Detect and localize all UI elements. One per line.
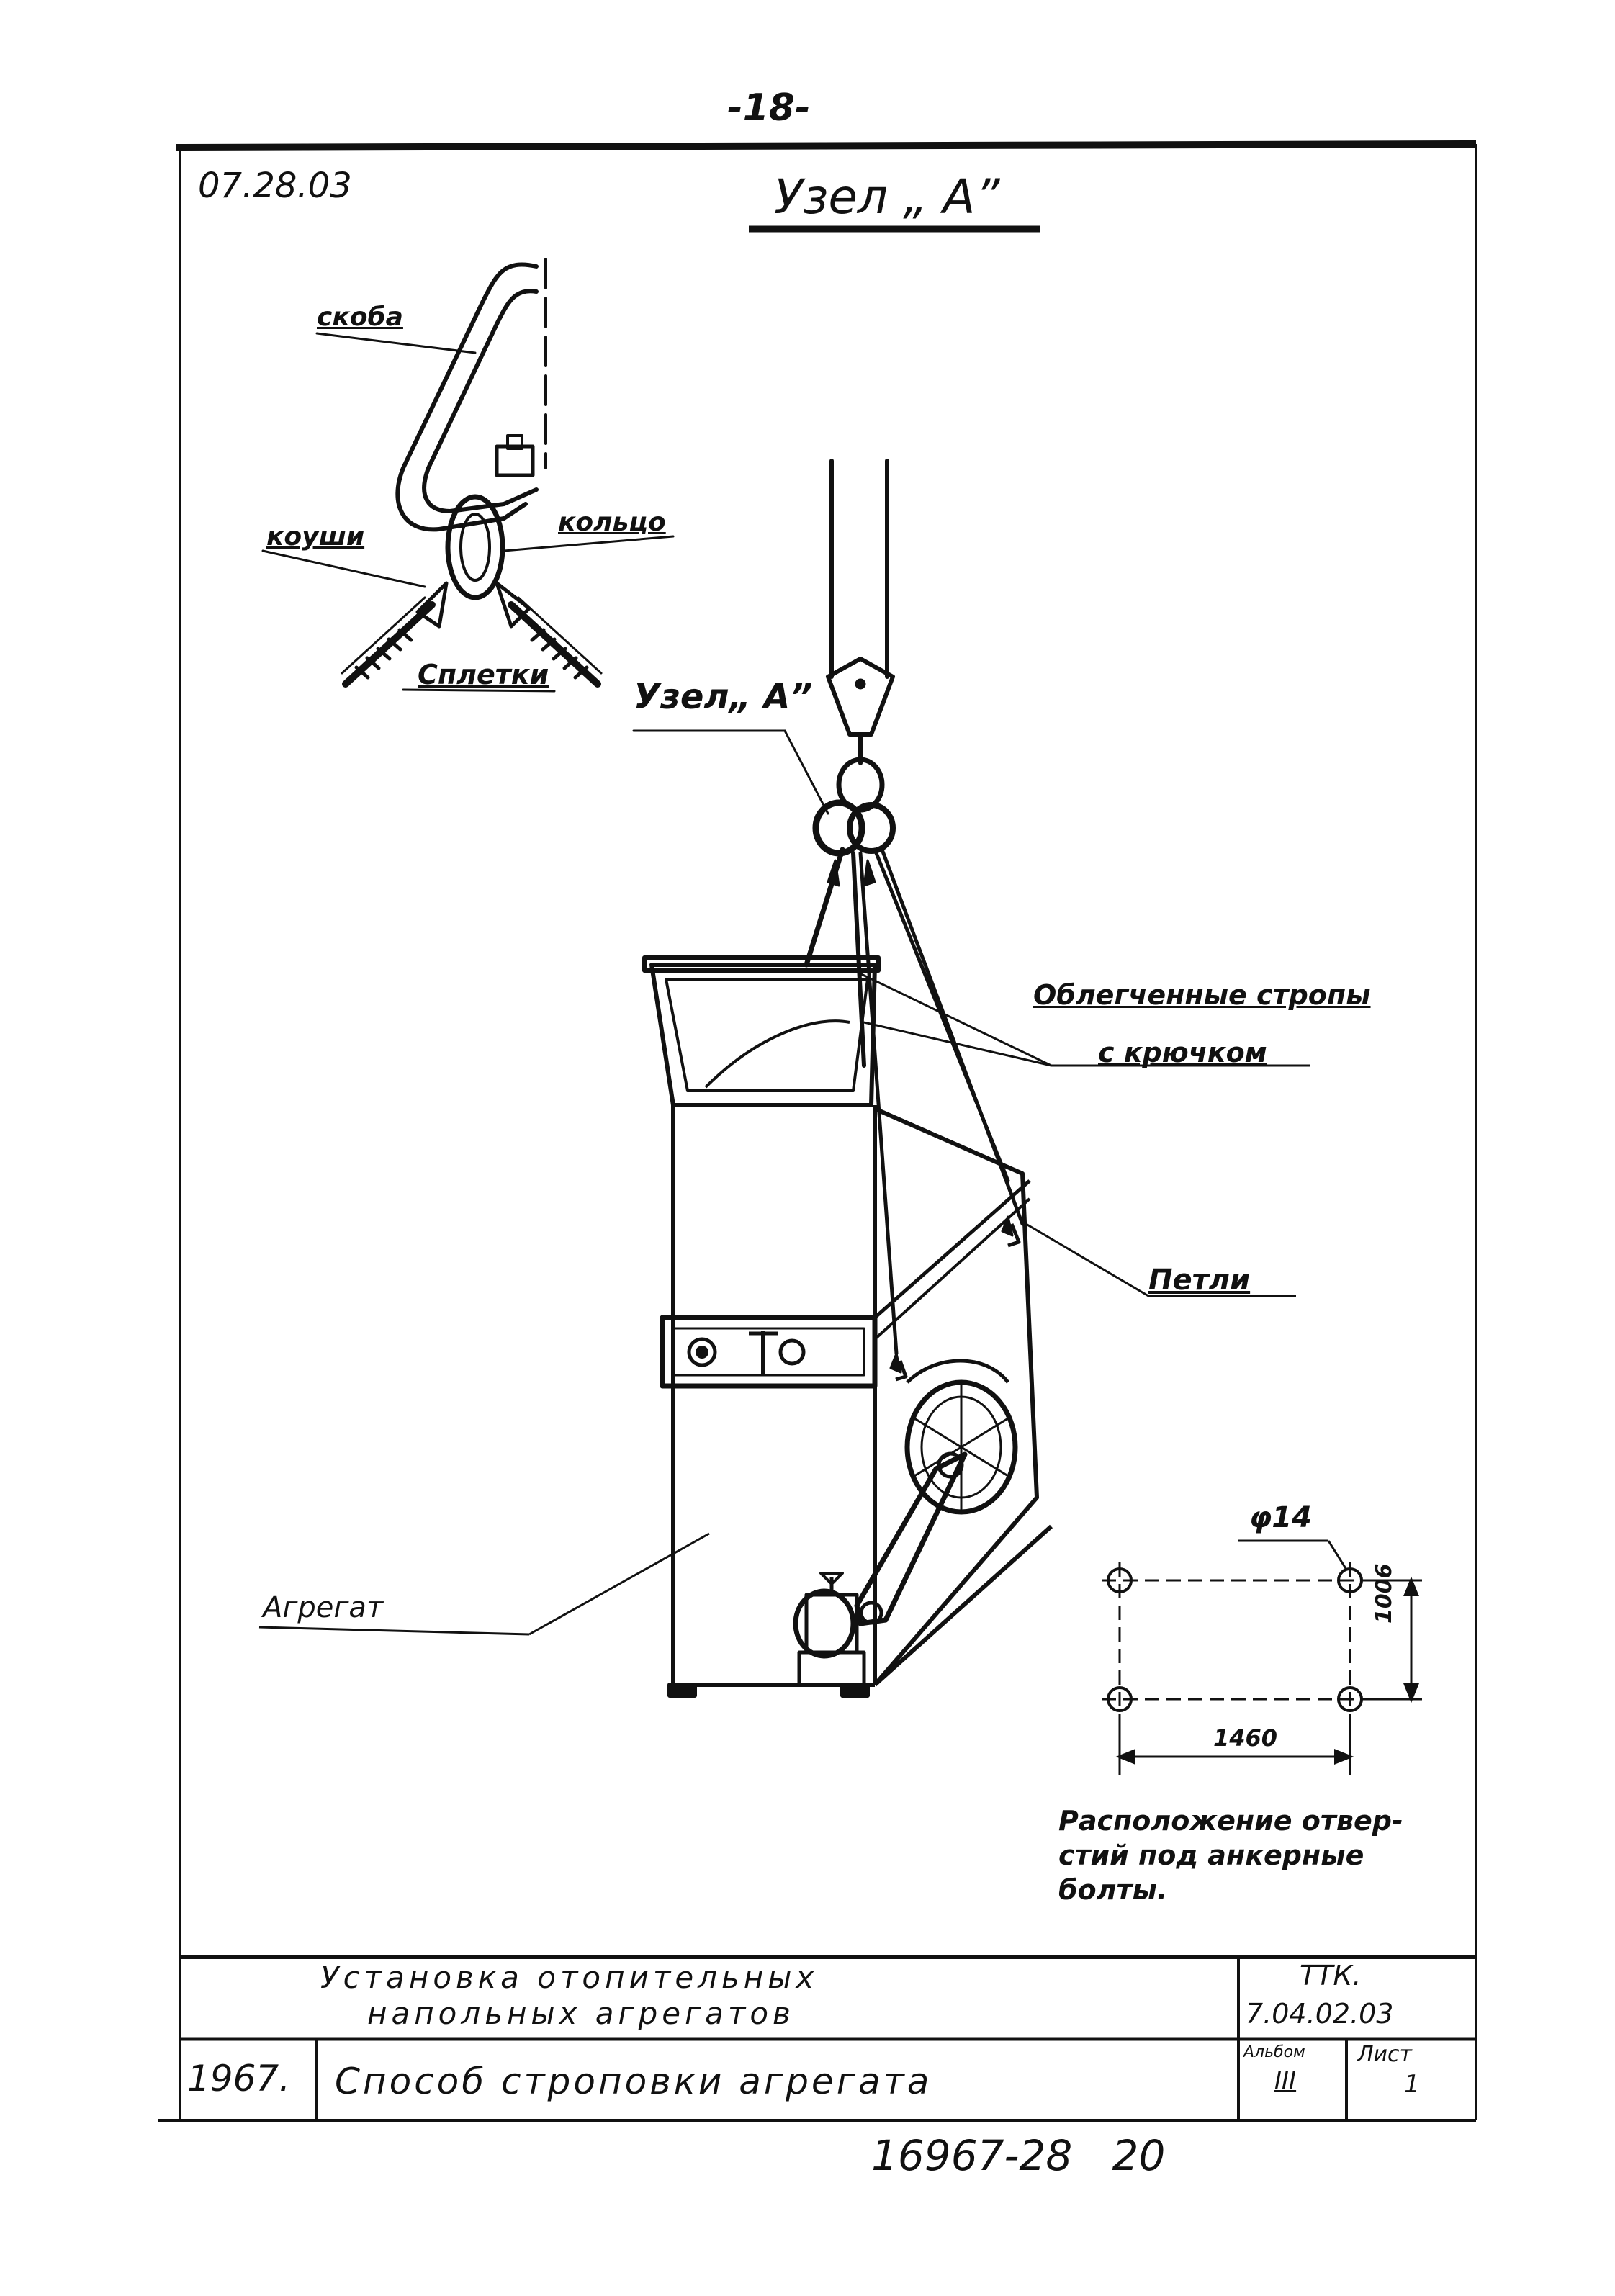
anchor-bolt-plan: [1102, 1539, 1422, 1775]
sheet-subtitle: Способ строповки агрегата: [335, 2061, 932, 2102]
anchor-plan-caption: Расположение отвер- стий под анкерные бо…: [1058, 1804, 1403, 1907]
label-spletki: Сплетки: [418, 659, 549, 690]
label-skoba: скоба: [317, 302, 403, 332]
title-block: [180, 1955, 1476, 2120]
dimension-width: 1460: [1213, 1724, 1278, 1752]
sheet-value: 1: [1404, 2070, 1420, 2099]
crane-hook-assembly: [632, 459, 1025, 1374]
footer-number: 16967-28 20: [871, 2131, 1166, 2180]
label-slings: Облегченные стропы: [1033, 979, 1371, 1011]
document-code: 07.28.03: [198, 166, 352, 206]
year: 1967.: [187, 2058, 291, 2099]
label-loops: Петли: [1148, 1264, 1251, 1297]
caption-line-1: Расположение отвер-: [1058, 1805, 1403, 1837]
title-line-2: напольных агрегатов: [367, 1996, 795, 2031]
heating-unit: [258, 955, 1310, 1698]
label-unit: Агрегат: [263, 1591, 384, 1624]
label-uzel-a: Узел„ А”: [634, 677, 813, 717]
detail-title: Узел „ А”: [774, 169, 1000, 225]
caption-line-3: болты.: [1058, 1874, 1168, 1906]
album-label: Альбом: [1243, 2043, 1305, 2061]
title-line-1: Установка отопительных: [320, 1960, 819, 1995]
code-line-1: ТТК.: [1300, 1960, 1362, 1991]
drawing-frame: [158, 140, 1477, 2122]
dimension-height: 1006: [1372, 1563, 1397, 1624]
code-line-2: 7.04.02.03: [1246, 1998, 1394, 2030]
label-slings-hook: с крючком: [1098, 1037, 1267, 1068]
album-value: III: [1274, 2066, 1297, 2095]
detail-a-sketch: [261, 258, 675, 693]
caption-line-2: стий под анкерные: [1058, 1840, 1364, 1871]
label-bolt-diameter: φ14: [1249, 1501, 1312, 1534]
label-koushi: коуши: [266, 522, 365, 552]
sheet-label: Лист: [1357, 2042, 1413, 2067]
label-koltso: кольцо: [558, 508, 666, 537]
page-number: -18-: [727, 86, 811, 130]
